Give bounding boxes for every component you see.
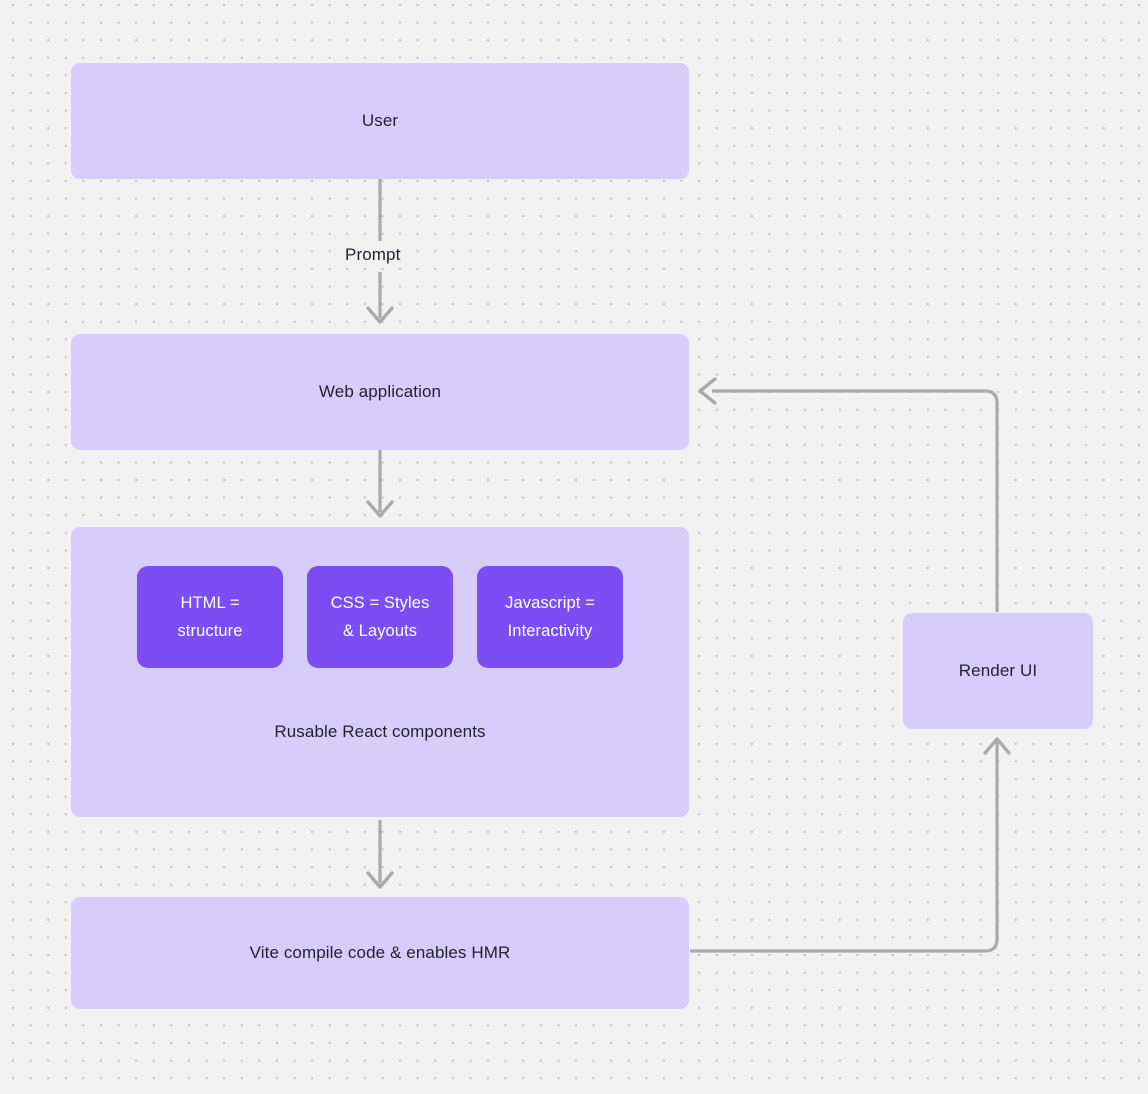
node-user[interactable]: User (71, 63, 689, 179)
node-vite-label: Vite compile code & enables HMR (249, 942, 511, 962)
arrowhead-down-web (366, 306, 394, 324)
node-render-ui-label: Render UI (958, 660, 1038, 680)
node-web-application[interactable]: Web application (71, 334, 689, 450)
chip-css-line2: & Layouts (342, 622, 418, 640)
chip-html[interactable]: HTML = structure (137, 566, 283, 668)
edge-label-prompt: Prompt (345, 245, 401, 264)
node-components-group-caption: Rusable React components (274, 722, 486, 741)
chip-css[interactable]: CSS = Styles & Layouts (307, 566, 453, 668)
arrowhead-down-vite (366, 871, 394, 889)
chip-javascript[interactable]: Javascript = Interactivity (477, 566, 623, 668)
node-components-group[interactable]: HTML = structure CSS = Styles & Layouts Ja… (71, 527, 689, 817)
chip-html-line2: structure (177, 622, 243, 640)
chip-css-line1: CSS = Styles (330, 593, 430, 612)
edge-vite-to-render (690, 741, 999, 953)
chip-javascript-line2: Interactivity (507, 622, 593, 640)
node-web-application-label: Web application (318, 381, 442, 401)
arrowhead-left-web (698, 377, 717, 405)
arrowhead-up-render (983, 737, 1011, 755)
node-vite[interactable]: Vite compile code & enables HMR (71, 897, 689, 1009)
chip-javascript-line1: Javascript = (505, 593, 595, 612)
node-user-label: User (361, 110, 399, 130)
edge-render-to-web (712, 389, 999, 612)
node-render-ui[interactable]: Render UI (903, 613, 1093, 729)
arrowhead-down-components (366, 500, 394, 518)
chip-html-line1: HTML = (180, 593, 240, 612)
